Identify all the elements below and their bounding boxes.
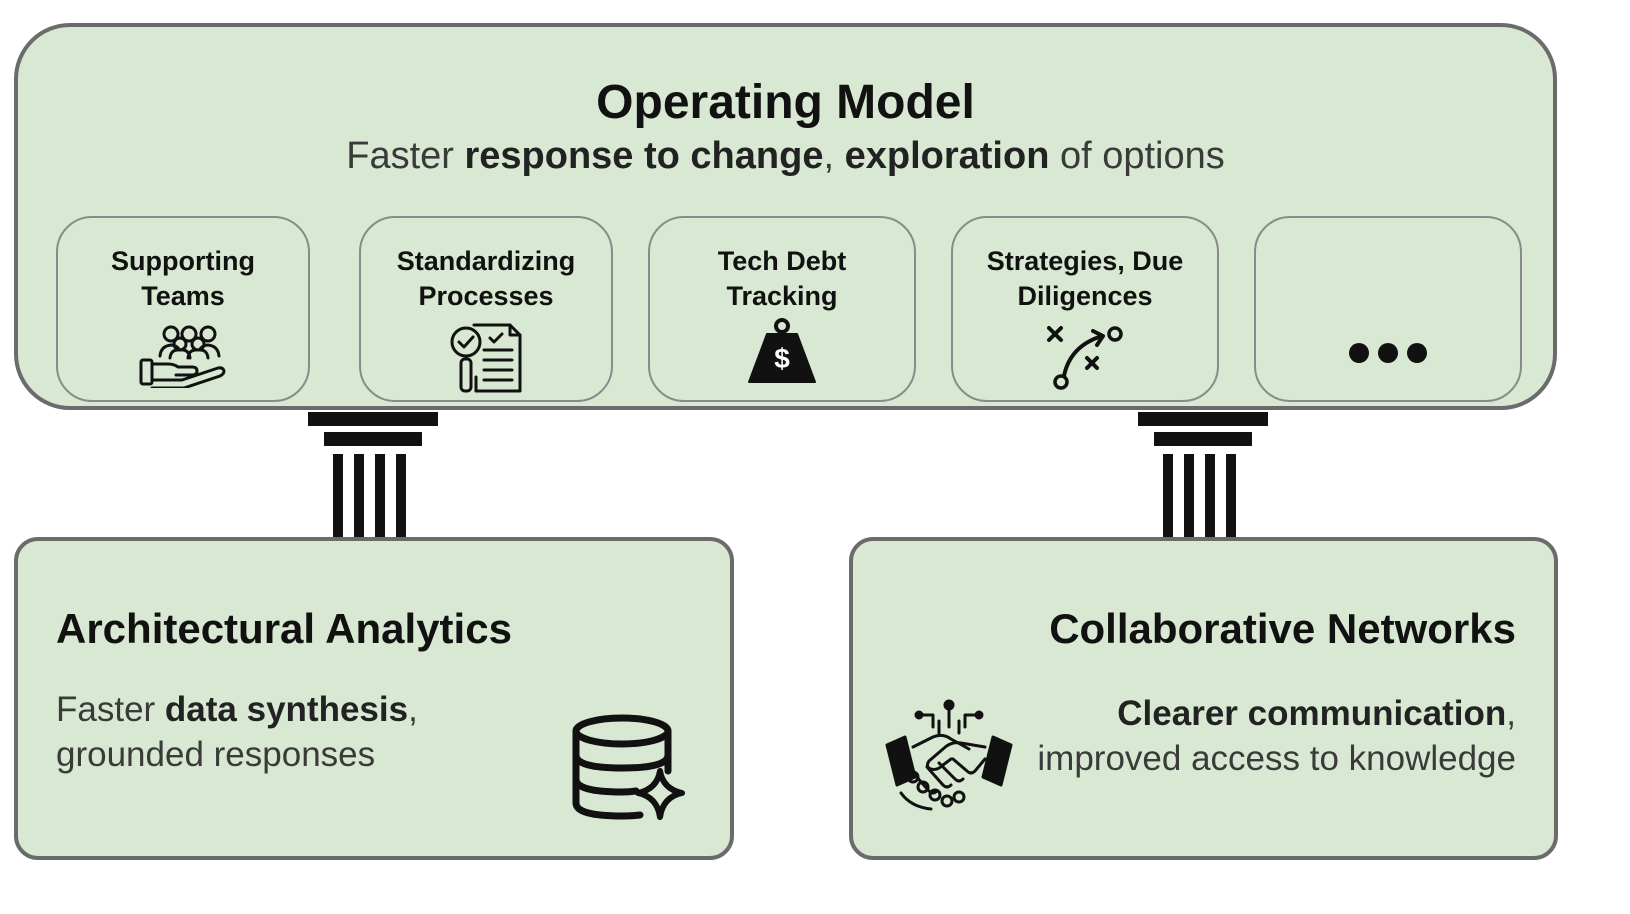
svg-text:$: $ xyxy=(774,343,790,374)
collaborative-networks-title: Collaborative Networks xyxy=(1049,605,1516,652)
right-pillar-icon xyxy=(1138,412,1268,538)
architectural-analytics-desc: Faster data synthesis, grounded response… xyxy=(56,690,418,774)
database-sparkle-icon xyxy=(572,714,685,820)
strategy-play-icon xyxy=(1047,326,1123,390)
card-label: Strategies, Due Diligences xyxy=(986,246,1184,311)
card-standardizing-processes: Standardizing Processes xyxy=(359,216,613,402)
operating-model-title: Operating Model xyxy=(596,76,975,129)
collaborative-networks-panel: Collaborative Networks Clearer communica… xyxy=(849,537,1558,860)
card-strategies-due-diligences: Strategies, Due Diligences xyxy=(951,216,1219,402)
card-tech-debt-tracking: Tech Debt Tracking $ xyxy=(648,216,916,402)
checklist-magnifier-icon xyxy=(450,323,522,393)
card-label: Supporting Teams xyxy=(111,246,255,311)
operating-model-subtitle: Faster response to change, exploration o… xyxy=(346,135,1225,177)
card-label: Tech Debt Tracking xyxy=(717,246,847,311)
card-more xyxy=(1254,216,1522,402)
card-label: Standardizing Processes xyxy=(396,246,576,311)
more-dots-icon xyxy=(1349,343,1427,363)
money-weight-icon: $ xyxy=(748,318,816,383)
hand-holding-people-icon xyxy=(139,325,226,388)
robot-handshake-icon xyxy=(885,699,1013,811)
architectural-analytics-panel: Architectural Analytics Faster data synt… xyxy=(14,537,734,860)
operating-model-panel: Operating Model Faster response to chang… xyxy=(14,23,1557,410)
architectural-analytics-title: Architectural Analytics xyxy=(56,605,512,652)
card-supporting-teams: Supporting Teams xyxy=(56,216,310,402)
collaborative-networks-desc: Clearer communication, improved access t… xyxy=(1037,694,1516,778)
left-pillar-icon xyxy=(308,412,438,538)
